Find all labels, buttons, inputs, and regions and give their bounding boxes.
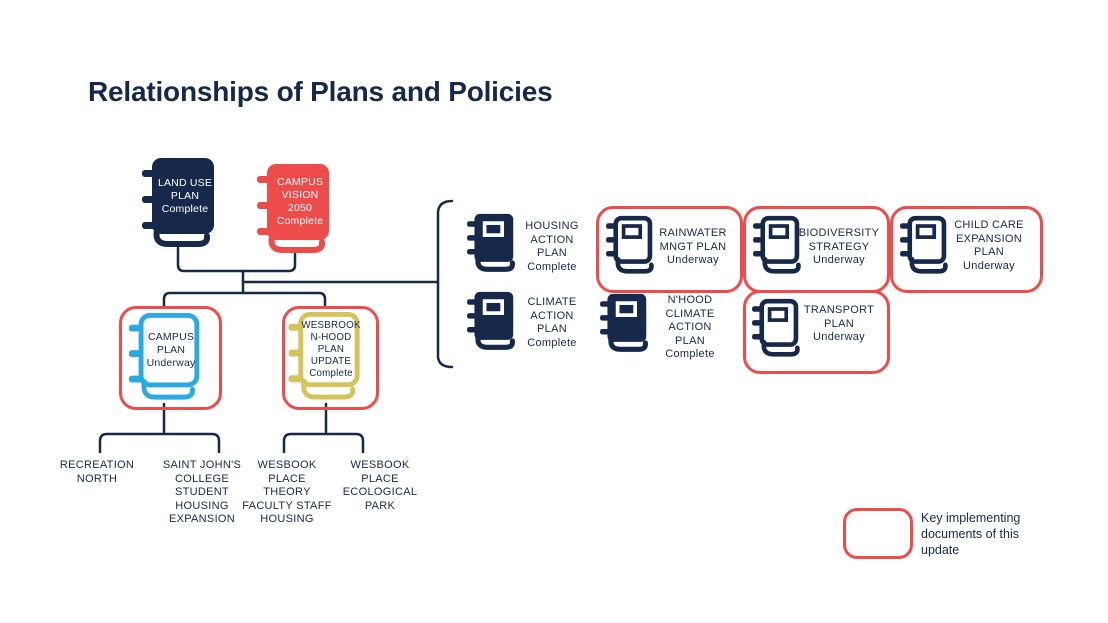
sub-project-saint-johns: SAINT JOHN'S COLLEGE STUDENT HOUSING EXP… (149, 459, 255, 527)
plan-status: Underway (146, 356, 196, 369)
plan-nhood-climate-label: N'HOOD CLIMATE ACTION PLAN Complete (650, 294, 730, 362)
plan-housing-action-label: HOUSING ACTION PLAN Complete (512, 220, 592, 274)
sub-project-wesbook-ecological: WESBOOK PLACE ECOLOGICAL PARK (327, 459, 433, 513)
plan-wesbrook-label: WESBROOK N-HOOD PLAN UPDATE Complete (300, 312, 362, 387)
plan-child-care (900, 214, 950, 275)
plan-status: Complete (665, 348, 715, 360)
plan-housing-action (467, 212, 517, 273)
book-icon (467, 212, 517, 273)
plan-status: Complete (309, 367, 353, 379)
sub-project-wesbook-theory: WESBOOK PLACE THEORY FACULTY STAFF HOUSI… (228, 459, 346, 527)
plan-name: CLIMATE ACTION PLAN (527, 296, 577, 335)
key-outline-transport (743, 290, 890, 374)
plan-status: Underway (963, 259, 1015, 272)
plan-status: Complete (527, 260, 577, 273)
plan-name: CAMPUS PLAN (147, 330, 195, 356)
key-outline-campus-plan (119, 306, 222, 410)
plan-biodiversity-label: BIODIVERSITY STRATEGY Underway (794, 227, 884, 268)
plan-name: HOUSING ACTION PLAN (525, 220, 579, 259)
plan-name: LAND USE PLAN (157, 176, 213, 202)
plan-wesbrook-nhood-update: WESBROOK N-HOOD PLAN UPDATE Complete (288, 310, 364, 403)
plan-name: TRANSPORT PLAN (803, 304, 875, 330)
book-icon (600, 292, 650, 353)
plan-name: CAMPUS VISION 2050 (276, 176, 324, 214)
plan-campus-plan: CAMPUS PLAN Underway (128, 311, 204, 403)
plan-campus-vision-label: CAMPUS VISION 2050 Complete (269, 164, 331, 240)
key-outline-child-care (890, 206, 1043, 293)
plan-name: RAINWATER MNGT PLAN (659, 227, 727, 253)
plan-nhood-climate (600, 292, 650, 353)
plan-status: Complete (527, 336, 577, 349)
plan-name: BIODIVERSITY STRATEGY (798, 227, 880, 253)
plan-status: Underway (813, 331, 865, 343)
plan-rainwater-label: RAINWATER MNGT PLAN Underway (653, 227, 733, 268)
plan-transport (752, 297, 802, 358)
plan-child-care-label: CHILD CARE EXPANSION PLAN Underway (945, 219, 1033, 273)
key-outline-wesbrook-plan (282, 306, 379, 410)
plan-name: CHILD CARE EXPANSION PLAN (954, 219, 1024, 258)
legend-key-swatch (843, 508, 913, 559)
plan-transport-label: TRANSPORT PLAN Underway (797, 304, 881, 345)
plan-land-use: LAND USE PLAN Complete (142, 156, 218, 250)
plan-status: Underway (667, 254, 719, 266)
plan-climate-action-label: CLIMATE ACTION PLAN Complete (512, 296, 592, 350)
sub-project-label: SAINT JOHN'S COLLEGE STUDENT HOUSING EXP… (162, 459, 242, 525)
sub-project-recreation-north: RECREATION NORTH (45, 459, 149, 486)
book-icon (900, 214, 950, 275)
key-outline-rainwater (596, 206, 743, 293)
sub-project-label: RECREATION NORTH (59, 459, 135, 485)
book-icon (752, 297, 802, 358)
legend-text: Key implementing documents of this updat… (921, 511, 1021, 557)
plan-campus-vision-2050: CAMPUS VISION 2050 Complete (257, 162, 333, 256)
plan-status: Complete (161, 202, 209, 215)
plan-name: WESBROOK N-HOOD PLAN UPDATE (301, 319, 361, 367)
sub-project-label: WESBOOK PLACE THEORY FACULTY STAFF HOUSI… (242, 459, 332, 525)
sub-project-label: WESBOOK PLACE ECOLOGICAL PARK (342, 459, 418, 512)
book-icon (467, 290, 517, 351)
plan-climate-action (467, 290, 517, 351)
plan-campus-plan-label: CAMPUS PLAN Underway (140, 313, 202, 387)
plan-status: Complete (276, 215, 324, 227)
plan-land-use-label: LAND USE PLAN Complete (154, 158, 216, 234)
plan-name: N'HOOD CLIMATE ACTION PLAN (665, 294, 715, 347)
book-icon (606, 214, 656, 275)
plan-status: Underway (813, 254, 865, 266)
plan-rainwater-mngt (606, 214, 656, 275)
page-title: Relationships of Plans and Policies (88, 76, 553, 107)
